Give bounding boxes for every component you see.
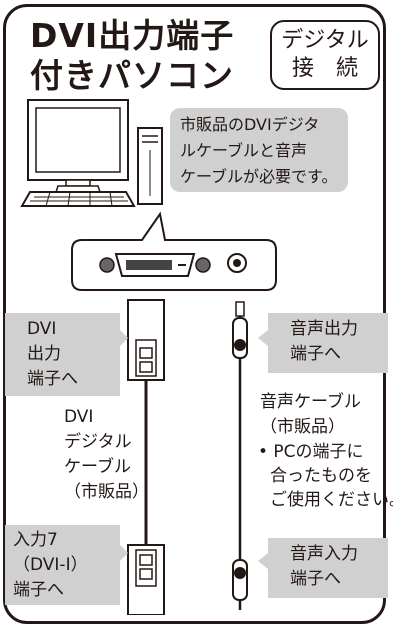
input7-line-3: 端子へ: [13, 580, 64, 600]
audio-note-line-2: 合ったものを: [270, 466, 372, 486]
dvi-cable-line-3: ケーブル: [64, 457, 131, 477]
audio-output-line-2: 端子へ: [290, 344, 341, 364]
input7-label: 入力7 （DVI-I） 端子へ: [5, 525, 120, 605]
note-line-2: ルケーブルと音声: [180, 141, 308, 160]
input7-line-1: 入力7: [13, 530, 58, 550]
badge-line-1: デジタル: [281, 28, 369, 53]
pc-port-panel: [71, 211, 277, 291]
digital-connection-badge: デジタル 接 続: [270, 20, 380, 90]
audio-input-line-1: 音声入力: [290, 544, 358, 564]
title-line-1: DVI出力端子: [30, 16, 235, 55]
dvi-output-line-3: 端子へ: [27, 369, 78, 389]
pc-tower-icon: [137, 127, 163, 205]
input7-line-2: （DVI-I）: [13, 555, 88, 575]
dvi-output-line-2: 出力: [27, 344, 61, 364]
audio-cable: [232, 301, 248, 610]
audio-cable-note: • PCの端子に 合ったものを ご使用ください。: [258, 440, 393, 512]
dvi-output-line-1: DVI: [27, 319, 57, 339]
dvi-cable-line-4: （市販品）: [64, 482, 149, 502]
badge-line-2: 接 続: [291, 56, 358, 81]
audio-note-line-3: ご使用ください。: [270, 490, 393, 510]
audio-cable-line-2: （市販品）: [260, 417, 345, 437]
label-pointer-shapes: [120, 330, 268, 569]
audio-port-icon: [227, 253, 247, 273]
audio-output-line-1: 音声出力: [290, 319, 358, 339]
note-line-1: 市販品のDVIデジタ: [180, 115, 320, 134]
audio-input-line-2: 端子へ: [290, 569, 341, 589]
monitor-icon: [27, 99, 129, 193]
audio-cable-label: 音声ケーブル （市販品）: [260, 390, 361, 440]
dvi-cable-label: DVI デジタル ケーブル （市販品）: [64, 405, 149, 505]
audio-cable-line-1: 音声ケーブル: [260, 392, 361, 412]
cable-requirement-note: 市販品のDVIデジタ ルケーブルと音声 ケーブルが必要です。: [170, 108, 348, 192]
audio-output-label: 音声出力 端子へ: [268, 313, 388, 373]
dvi-cable: [127, 299, 165, 615]
title-line-2: 付きパソコン: [30, 56, 234, 95]
dvi-cable-line-2: デジタル: [64, 432, 132, 452]
dvi-output-label: DVI 出力 端子へ: [5, 313, 120, 396]
audio-input-label: 音声入力 端子へ: [268, 538, 388, 598]
note-line-3: ケーブルが必要です。: [180, 167, 338, 186]
dvi-cable-line-1: DVI: [64, 407, 94, 427]
keyboard-icon: [20, 191, 136, 207]
dvi-port-icon: [99, 253, 211, 277]
audio-note-line-1: • PCの端子に: [258, 442, 364, 462]
